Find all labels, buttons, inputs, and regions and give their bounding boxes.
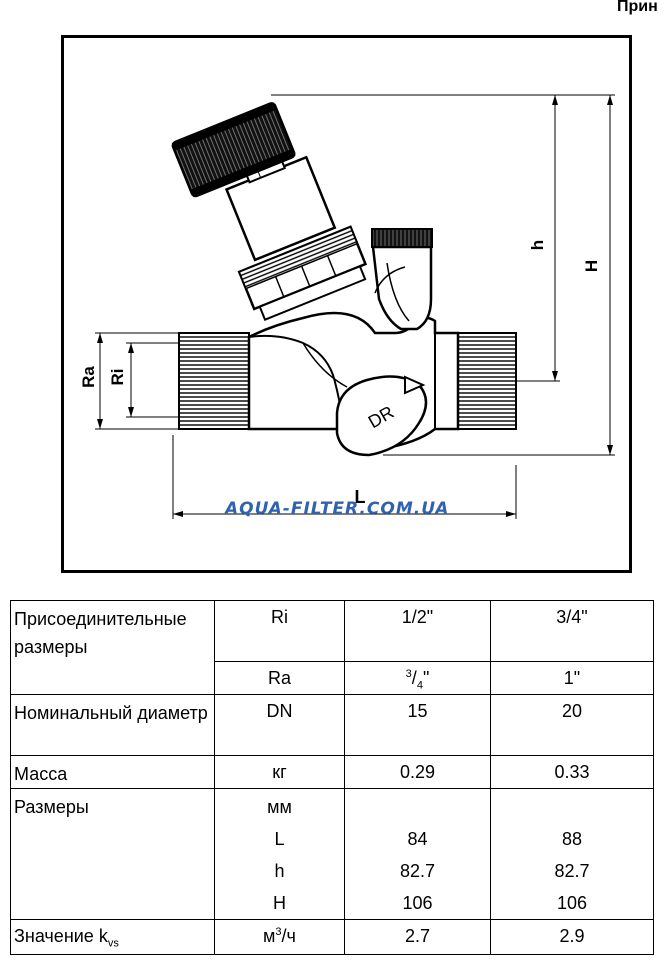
table-row: Значение kvs м3/ч 2.7 2.9: [10, 919, 654, 955]
gauge-plug: [371, 228, 433, 248]
value-dn-1: 15: [407, 701, 428, 721]
dim-h-1: 82.7: [399, 861, 436, 881]
unit-ri: Ri: [271, 607, 288, 627]
spec-table: Присоединительные размеры Ri 1/2" 3/4" R…: [10, 600, 654, 955]
unit-dn: DN: [266, 701, 293, 721]
unit-kvs: м3/ч: [263, 926, 296, 946]
dim-h-2: 82.7: [554, 861, 590, 881]
label-ra: Ra: [79, 366, 98, 388]
valve-drawing: DR Ra Ri h H: [79, 94, 615, 519]
dim-hh-2: 106: [556, 893, 588, 913]
value-mass-1: 0.29: [399, 762, 436, 782]
label-dn: Номинальный диаметр: [10, 694, 215, 756]
value-ri-1: 1/2": [401, 607, 434, 627]
unit-dims: мм: [267, 797, 292, 817]
dimension-arrows: [97, 95, 613, 517]
label-connection: Присоединительные размеры: [10, 600, 215, 695]
label-h-big: H: [582, 260, 601, 272]
unit-mass: кг: [272, 762, 287, 782]
label-h-small: h: [528, 240, 547, 250]
value-dn-2: 20: [561, 701, 583, 721]
dim-name-h: h: [274, 861, 285, 881]
watermark-text: AQUA-FILTER.COM.UA: [225, 499, 450, 519]
table-row: Номинальный диаметр DN 15 20: [10, 694, 654, 756]
header-cut-text: Прин: [617, 0, 658, 15]
unit-ra: Ra: [267, 668, 291, 688]
label-l: L: [355, 487, 366, 507]
value-ra-2: 1": [563, 668, 581, 688]
label-ri: Ri: [108, 369, 127, 386]
label-dims: Размеры: [10, 788, 215, 920]
value-kvs-2: 2.9: [559, 926, 585, 946]
dim-l-2: 88: [561, 829, 583, 849]
value-ra-1: 3/4": [405, 668, 430, 692]
label-kvs: Значение kvs: [10, 919, 215, 955]
label-mass: Масса: [10, 755, 215, 789]
dim-l-1: 84: [407, 829, 428, 849]
adjustment-knob: [171, 102, 296, 198]
table-row: Ra 3/4" 1": [11, 661, 654, 695]
right-thread: [457, 332, 517, 430]
dim-name-hh: H: [273, 893, 286, 913]
gauge-port: [371, 245, 433, 331]
value-kvs-1: 2.7: [404, 926, 431, 946]
bonnet-nut: [237, 225, 368, 322]
table-row: Размеры мм L h H 84 82.7 106 88 82.7 106: [10, 788, 654, 920]
value-ri-2: 3/4": [556, 607, 588, 627]
dr-housing: [335, 375, 428, 457]
flow-arrow-icon: [404, 375, 426, 395]
dim-name-l: L: [274, 829, 285, 849]
dim-hh-1: 106: [402, 893, 433, 913]
value-mass-2: 0.33: [554, 762, 590, 782]
dimension-lines: [95, 94, 615, 519]
left-thread: [178, 332, 250, 430]
valve-drawing-frame: DR Ra Ri h H: [61, 35, 632, 573]
table-row: Масса кг 0.29 0.33: [10, 755, 654, 789]
table-row: Присоединительные размеры Ri 1/2" 3/4": [10, 600, 654, 695]
